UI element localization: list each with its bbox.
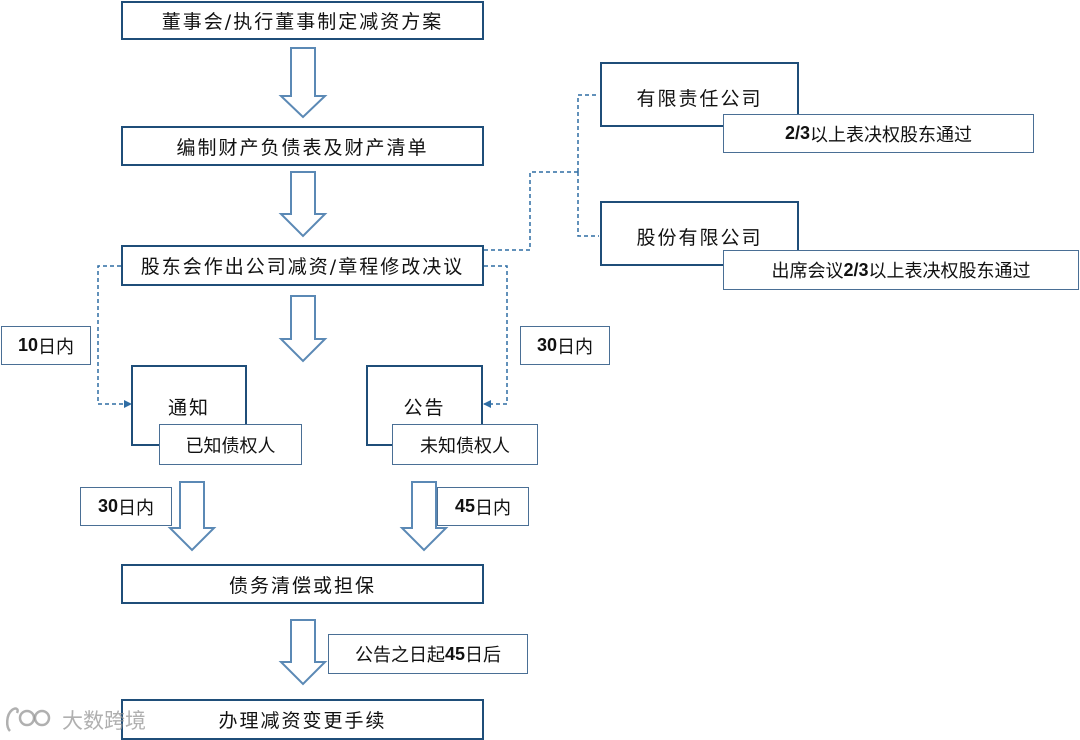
- arrow-settle-to-register: [278, 619, 328, 686]
- connector-to-joint-stock: [577, 172, 599, 237]
- watermark-logo-icon: [6, 707, 51, 732]
- step-resolution: 股东会作出公司减资/章程修改决议: [121, 245, 484, 286]
- creditors-known: 已知债权人: [159, 424, 302, 465]
- step-balance-sheet: 编制财产负债表及财产清单: [121, 126, 484, 166]
- deadline-known-claim-unit: 日内: [118, 497, 155, 519]
- watermark-text: 大数跨境: [62, 709, 146, 733]
- watermark: 大数跨境: [4, 702, 146, 738]
- arrow-sheet-to-resolution: [278, 171, 328, 238]
- step-register: 办理减资变更手续: [121, 699, 484, 740]
- connector-to-llc: [577, 94, 599, 172]
- arrow-resolution-down: [278, 295, 328, 363]
- joint-stock-vote-rule-prefix: 出席会议: [771, 261, 844, 282]
- joint-stock-vote-rule-text: 以上表决权股东通过: [868, 261, 1031, 282]
- arrow-unknown-to-settle: [399, 481, 449, 552]
- step-settle: 债务清偿或担保: [121, 564, 484, 604]
- deadline-notify-unit: 日内: [38, 336, 75, 358]
- deadline-announce-unit: 日内: [557, 336, 594, 358]
- deadline-announce-days: 30: [536, 335, 558, 355]
- deadline-notify-days: 10: [17, 335, 39, 355]
- joint-stock-vote-rule-ratio: 2/3: [843, 259, 869, 280]
- connector-to-notify: [97, 265, 132, 408]
- deadline-unknown-claim-days: 45: [454, 496, 476, 516]
- deadline-after-announce-unit: 日后: [465, 645, 502, 666]
- connector-to-announce: [483, 265, 508, 408]
- connector-resolution-to-company-types: [484, 171, 578, 251]
- deadline-known-claim-days: 30: [97, 496, 119, 516]
- arrow-plan-to-sheet: [278, 47, 328, 119]
- deadline-after-announce-prefix: 公告之日起: [354, 645, 445, 666]
- step-plan: 董事会/执行董事制定减资方案: [121, 1, 484, 40]
- creditors-unknown: 未知债权人: [392, 424, 538, 465]
- deadline-after-announce-days: 45: [444, 643, 466, 664]
- arrow-known-to-settle: [167, 481, 217, 552]
- company-type-llc: 有限责任公司: [600, 62, 799, 127]
- llc-vote-rule-text: 以上表决权股东通过: [810, 124, 973, 146]
- llc-vote-rule-ratio: 2/3: [784, 123, 811, 143]
- deadline-unknown-claim-unit: 日内: [475, 497, 512, 519]
